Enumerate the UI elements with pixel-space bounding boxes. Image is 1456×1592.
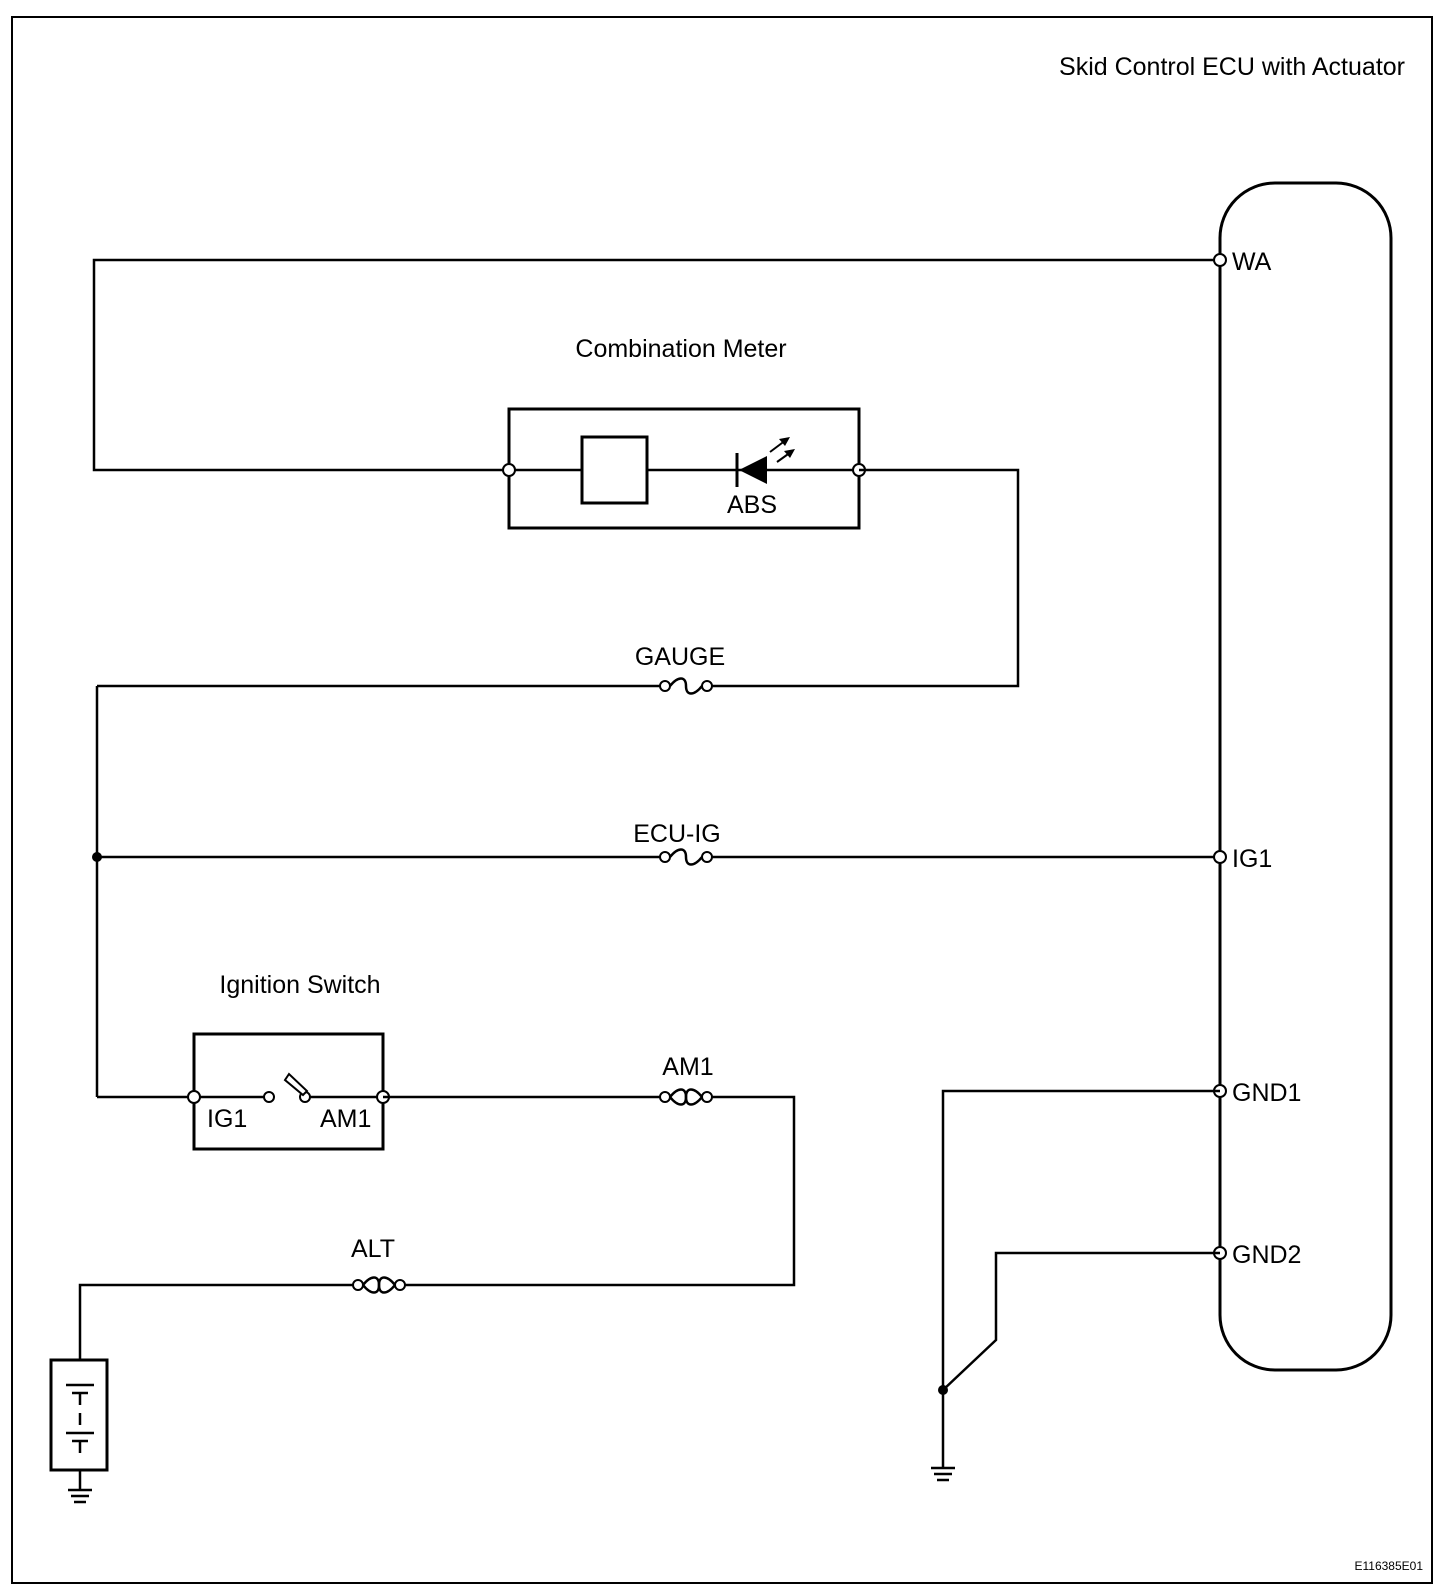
switch-title: Ignition Switch xyxy=(219,971,380,999)
switch-pin-am1-label: AM1 xyxy=(320,1105,371,1133)
diagram-frame xyxy=(11,16,1433,1584)
switch-terminal-ig1 xyxy=(187,1090,201,1104)
gauge-fuse-label: GAUGE xyxy=(635,643,725,671)
am1-fuse-label: AM1 xyxy=(662,1053,713,1081)
ecu-pin-ig1 xyxy=(1213,850,1227,864)
alt-wire-left xyxy=(78,1283,353,1360)
meter-title: Combination Meter xyxy=(575,335,786,363)
abs-led-icon xyxy=(735,437,795,487)
battery-icon xyxy=(66,1383,94,1453)
gauge-fuse-icon xyxy=(659,677,713,695)
alt-fuse-label: ALT xyxy=(351,1235,395,1263)
gnd1-wire xyxy=(941,1089,1220,1468)
meter-box xyxy=(507,407,861,530)
am1-wire-right xyxy=(405,1095,796,1287)
wa-wire xyxy=(92,258,1220,472)
battery-ground-icon xyxy=(68,1488,92,1504)
meter-terminal-left xyxy=(502,463,516,477)
ecu-ig-fuse-icon xyxy=(659,848,713,866)
ground-splice-point xyxy=(938,1385,948,1395)
ecu-title: Skid Control ECU with Actuator xyxy=(1059,53,1405,81)
am1-fusible-link-icon xyxy=(659,1088,713,1106)
ecu-pin-gnd1-label: GND1 xyxy=(1232,1079,1301,1107)
switch-contact-icon xyxy=(263,1072,311,1103)
switch-pin-ig1-label: IG1 xyxy=(207,1105,247,1133)
ecu-pin-wa-label: WA xyxy=(1232,248,1272,276)
ecu-pin-ig1-label: IG1 xyxy=(1232,845,1272,873)
meter-gauge-element xyxy=(580,435,649,505)
ecu-pin-gnd2-label: GND2 xyxy=(1232,1241,1301,1269)
gnd2-wire xyxy=(942,1251,1220,1391)
splice-point-ig xyxy=(92,852,102,862)
abs-lamp-label: ABS xyxy=(727,491,777,519)
ecu-pin-wa xyxy=(1213,253,1227,267)
alt-fusible-link-icon xyxy=(352,1276,406,1294)
ecu-ground-icon xyxy=(931,1466,955,1482)
gauge-wire xyxy=(712,468,1020,688)
ecu-ig-fuse-label: ECU-IG xyxy=(633,820,721,848)
ecu-body xyxy=(1218,181,1393,1372)
figure-code: E116385E01 xyxy=(1354,1559,1423,1573)
